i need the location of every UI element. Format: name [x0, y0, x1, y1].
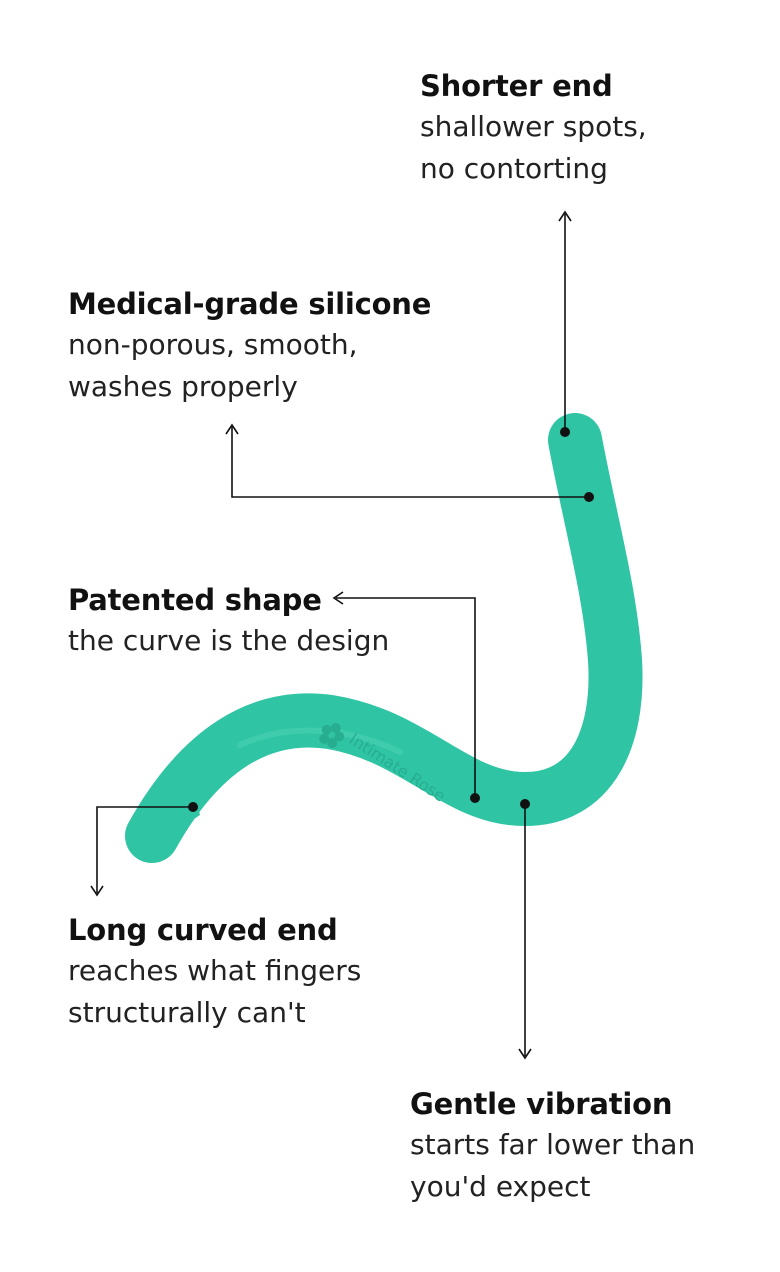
- callout-silicone: Medical-grade silicone non-porous, smoot…: [68, 284, 431, 408]
- wand-shape: [125, 413, 643, 863]
- arrow-down-vibration: [518, 1048, 532, 1060]
- callout-desc: reaches what fingers structurally can't: [68, 954, 362, 1029]
- callout-desc: non-porous, smooth, washes properly: [68, 328, 358, 403]
- arrow-left-shape: [332, 591, 344, 605]
- callout-desc: the curve is the design: [68, 624, 390, 657]
- callout-title: Long curved end: [68, 913, 338, 947]
- leader-shape: [336, 597, 476, 798]
- callout-shorter-end: Shorter end shallower spots, no contorti…: [420, 66, 647, 190]
- callout-patented-shape: Patented shape the curve is the design: [68, 580, 389, 662]
- callout-desc: starts far lower than you'd expect: [410, 1128, 696, 1203]
- leader-long-end: [96, 806, 193, 893]
- leader-lines: [90, 210, 589, 1060]
- logo-flower-icon: [319, 722, 345, 749]
- callout-title: Gentle vibration: [410, 1087, 673, 1121]
- dot-vibration: [520, 799, 530, 809]
- dot-long-end: [188, 802, 198, 812]
- callout-title: Patented shape: [68, 583, 322, 617]
- dot-shorter-end: [560, 427, 570, 437]
- arrow-down-long: [90, 885, 104, 897]
- wand-highlight: [237, 727, 403, 755]
- anchor-dots: [188, 427, 594, 812]
- arrow-up-silicone: [225, 423, 239, 435]
- wand-long-tip: [140, 778, 200, 848]
- callout-long-curved-end: Long curved end reaches what fingers str…: [68, 910, 361, 1034]
- dot-shape: [470, 793, 480, 803]
- callout-gentle-vibration: Gentle vibration starts far lower than y…: [410, 1084, 695, 1208]
- callout-title: Shorter end: [420, 69, 613, 103]
- arrow-up-shorter: [558, 210, 572, 222]
- leader-silicone: [231, 427, 589, 498]
- dot-silicone: [584, 492, 594, 502]
- callout-desc: shallower spots, no contorting: [420, 110, 647, 185]
- callout-title: Medical-grade silicone: [68, 287, 432, 321]
